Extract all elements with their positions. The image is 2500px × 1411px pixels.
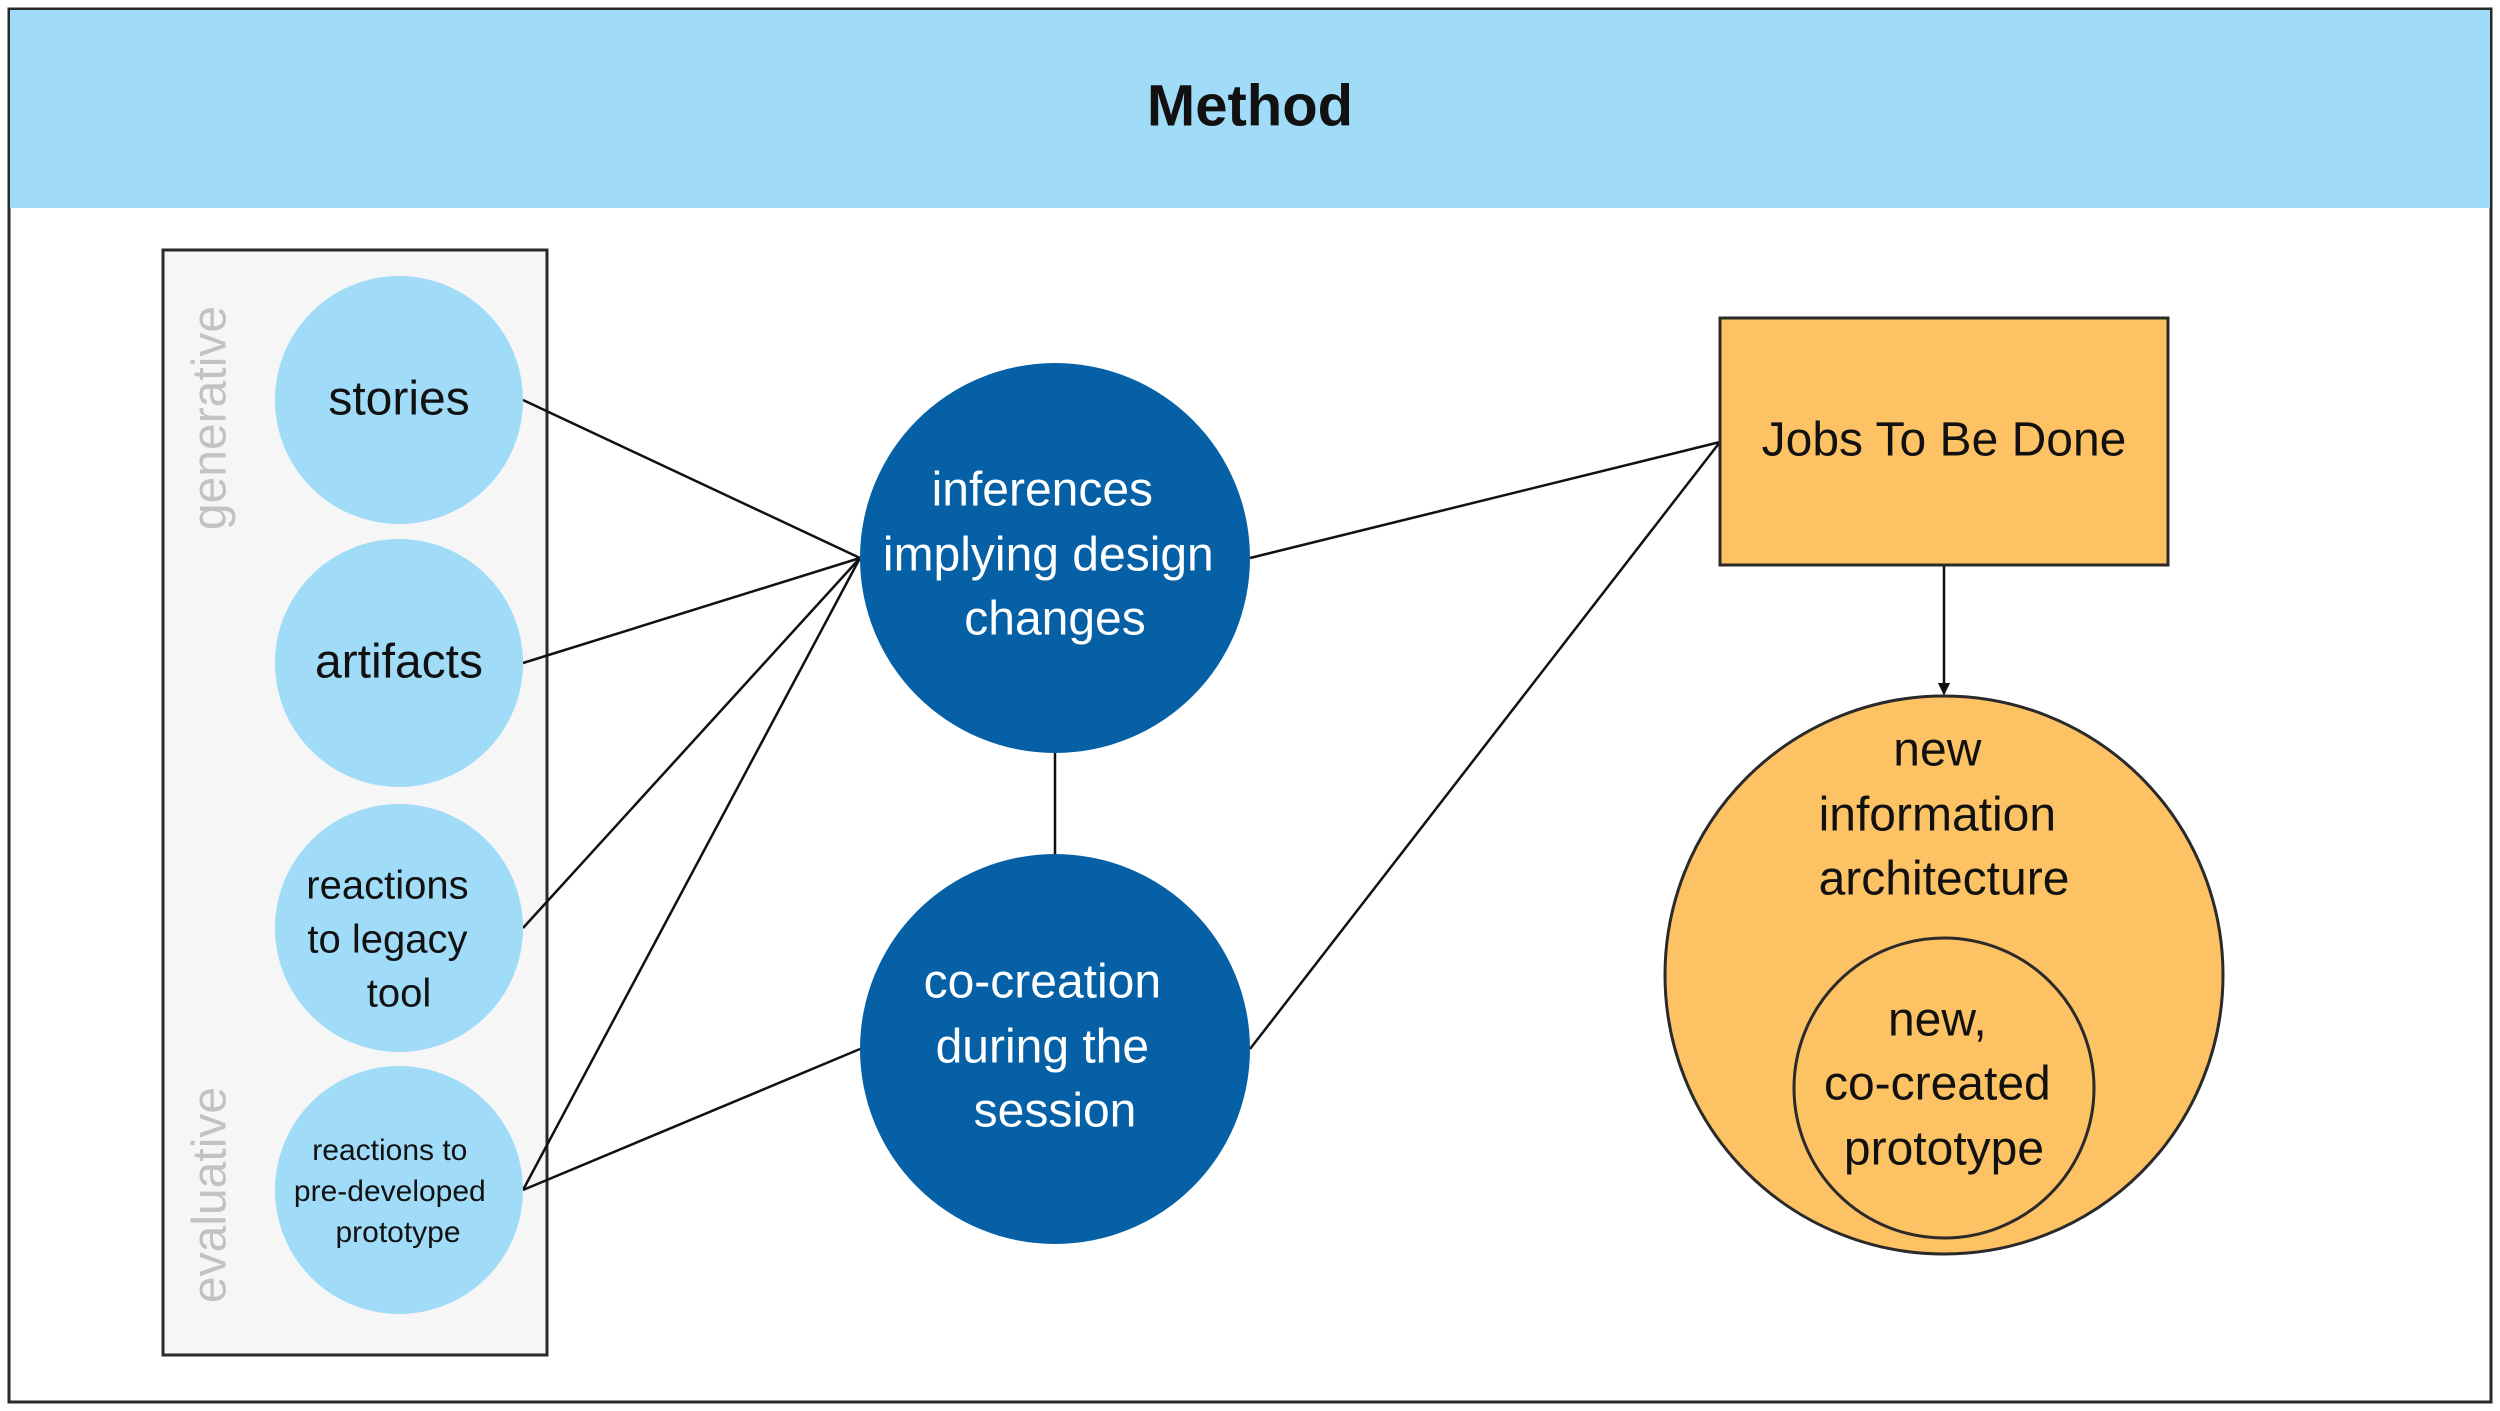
inferences-label-line: changes: [964, 593, 1145, 646]
input-legacy-tool: reactions to legacy tool: [275, 804, 523, 1052]
architecture-label: new information architecture: [1819, 711, 2070, 906]
inferences-label-line: implying design: [883, 529, 1214, 582]
inferences-label: inferences implying design changes: [883, 451, 1227, 646]
jtbd-label: Jobs To Be Done: [1762, 414, 2127, 467]
input-predeveloped-prototype: reactions to pre-developed prototype: [275, 1066, 523, 1314]
diagram-title: Method: [1147, 73, 1353, 138]
cocreation-circle: [860, 854, 1250, 1244]
input-label: reactions to legacy tool: [306, 853, 479, 1016]
jtbd-box: [1718, 316, 2170, 567]
inferences-circle: [860, 363, 1250, 753]
input-stories: stories: [275, 276, 523, 524]
inferences-node: inferences implying design changes: [860, 363, 1250, 753]
input-circle: [275, 539, 523, 787]
input-label-line: prototype: [335, 1216, 460, 1249]
input-label-line: reactions: [306, 864, 468, 908]
input-label-line: pre-developed: [294, 1175, 486, 1208]
connector-legacy-inferences: [522, 557, 861, 929]
input-circle: [275, 276, 523, 524]
architecture-label-line: information: [1819, 789, 2056, 842]
connector-predeveloped-cocreation: [522, 1047, 861, 1192]
prototype-label: new, co-created prototype: [1824, 981, 2064, 1176]
connector-artifacts-inferences: [522, 556, 861, 665]
cocreation-label-line: during the: [936, 1021, 1150, 1074]
connector-cocreation-jtbd: [1249, 441, 1721, 1050]
input-label: stories: [328, 373, 469, 426]
cocreation-label: co-creation during the session: [924, 943, 1175, 1138]
connector-inferences-jtbd: [1249, 440, 1721, 560]
input-label-line: reactions to: [312, 1134, 467, 1167]
prototype-label-line: prototype: [1844, 1123, 2044, 1176]
inferences-label-line: inferences: [932, 464, 1153, 517]
cocreation-label-line: co-creation: [924, 956, 1161, 1009]
connector-lines: [521, 398, 1951, 1192]
cocreation-label-line: session: [974, 1085, 1137, 1138]
input-label: artifacts: [315, 636, 483, 689]
input-circle: [275, 1066, 523, 1314]
generative-label: generative: [184, 306, 237, 530]
architecture-label-line: new: [1893, 724, 1981, 777]
jtbd-node: Jobs To Be Done: [1718, 316, 2170, 567]
input-label-line: tool: [367, 972, 432, 1016]
connector-predeveloped-inferences: [521, 557, 862, 1191]
header-band: [10, 10, 2490, 208]
architecture-label-line: architecture: [1819, 853, 2070, 906]
input-circle: [275, 804, 523, 1052]
prototype-circle: [1792, 936, 2096, 1240]
prototype-label-line: new,: [1888, 994, 1987, 1047]
input-label: reactions to pre-developed prototype: [294, 1126, 494, 1249]
cocreation-node: co-creation during the session: [860, 854, 1250, 1244]
prototype-node: new, co-created prototype: [1792, 936, 2096, 1240]
input-label-line: to legacy: [307, 918, 467, 962]
prototype-label-line: co-created: [1824, 1058, 2051, 1111]
input-artifacts: artifacts: [275, 539, 523, 787]
evaluative-label: evaluative: [184, 1087, 237, 1303]
connector-stories-inferences: [522, 398, 861, 560]
